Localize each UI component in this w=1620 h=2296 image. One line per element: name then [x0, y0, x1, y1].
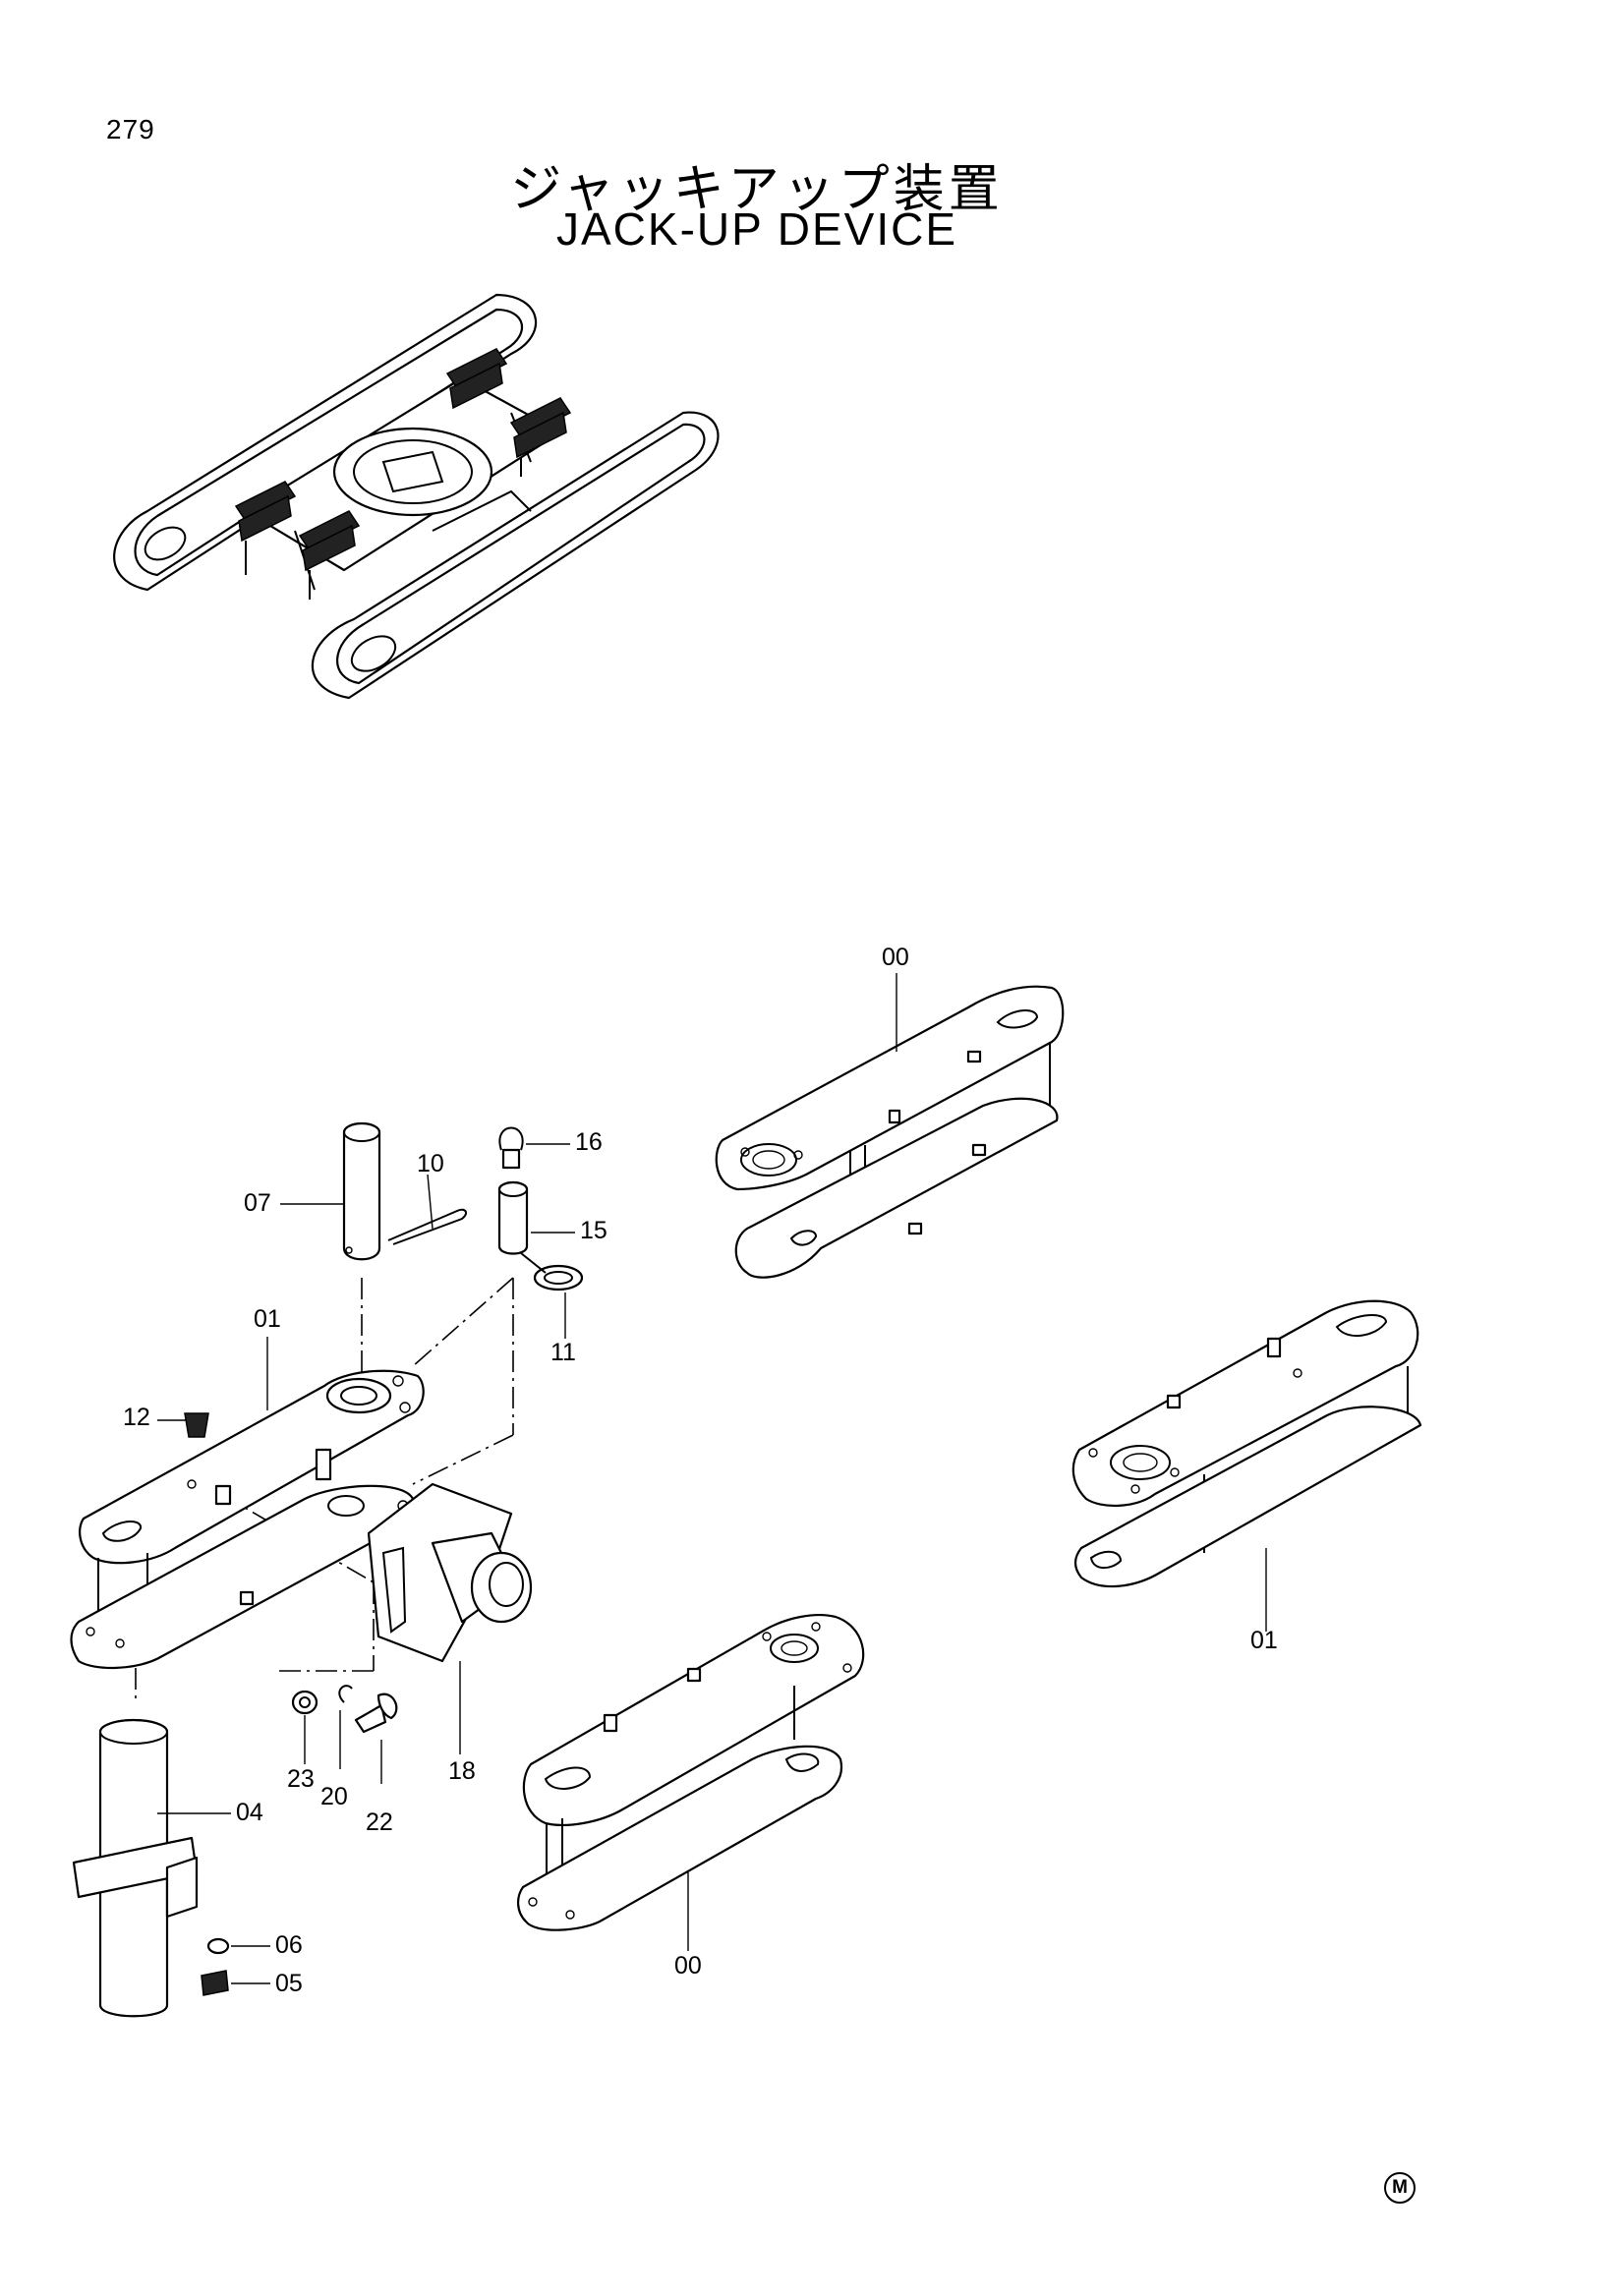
callout-07: 07: [244, 1189, 271, 1217]
callout-06: 06: [275, 1931, 303, 1959]
callout-20: 20: [320, 1783, 348, 1810]
undercarriage-overview: [113, 293, 720, 700]
jack-body-00-top: [715, 985, 1065, 1279]
title-english: JACK-UP DEVICE: [555, 203, 958, 255]
jack-body-01-right: [1071, 1299, 1422, 1588]
callout-04: 04: [236, 1799, 263, 1826]
jack-assembly-exploded: [70, 973, 1267, 2018]
callout-18: 18: [448, 1757, 476, 1785]
model-mark: M: [1384, 2172, 1416, 2204]
callout-16: 16: [575, 1128, 603, 1156]
callout-00-bottom: 00: [674, 1952, 702, 1980]
callout-23: 23: [287, 1765, 315, 1793]
callout-05: 05: [275, 1970, 303, 1997]
jack-up-device-icon: [234, 348, 572, 600]
callout-10: 10: [417, 1150, 444, 1177]
jack-body-00-bottom: [517, 1614, 865, 1931]
page-number: 279: [106, 114, 155, 144]
callout-00-top: 00: [882, 944, 909, 971]
callout-01-left: 01: [254, 1305, 281, 1333]
callout-11: 11: [550, 1339, 576, 1366]
callout-15: 15: [580, 1217, 608, 1244]
callout-01-right: 01: [1250, 1627, 1278, 1654]
callout-12: 12: [123, 1404, 150, 1431]
title-japanese: ジャッキアップ装置: [510, 160, 1004, 219]
callout-22: 22: [366, 1808, 393, 1836]
